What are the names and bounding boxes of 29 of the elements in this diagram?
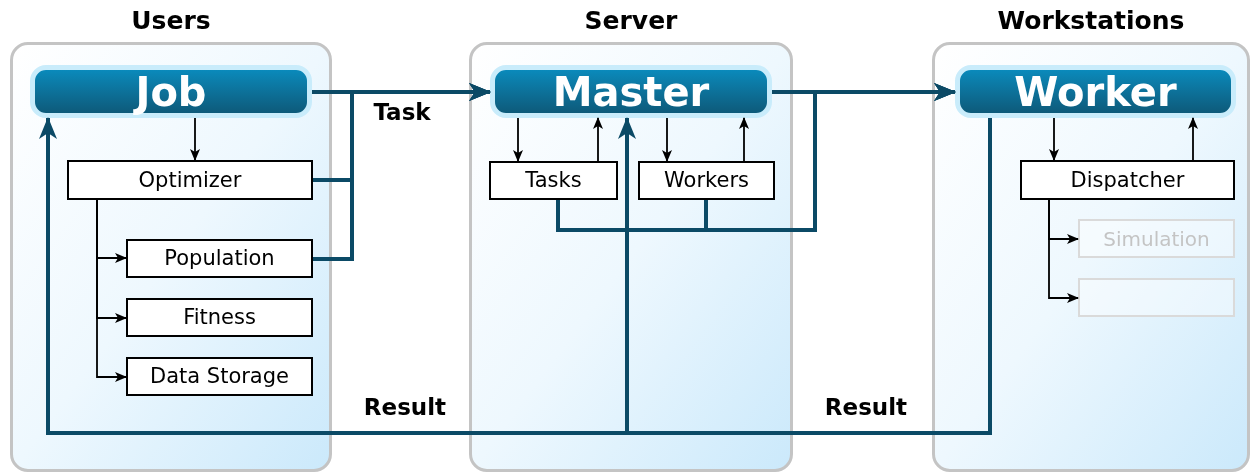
arrow — [1188, 117, 1198, 161]
arrow — [96, 199, 127, 382]
process-box: Tasks — [489, 161, 618, 200]
process-box: Optimizer — [67, 160, 313, 200]
edge-label: Result — [363, 395, 447, 419]
process-box: Workers — [638, 161, 775, 200]
edge-label: Result — [824, 395, 908, 419]
process-box: Data Storage — [126, 357, 313, 396]
header-box: Job — [30, 65, 312, 118]
edge-label: Task — [373, 100, 431, 124]
flow-arrow — [704, 83, 956, 232]
arrow — [1049, 117, 1059, 161]
arrow — [739, 117, 749, 162]
header-box: Master — [490, 65, 772, 118]
panel-heading: Server — [583, 8, 679, 33]
process-box: Fitness — [126, 298, 313, 337]
flow-arrow — [313, 83, 491, 261]
arrow — [190, 117, 200, 161]
arrow — [1048, 199, 1079, 303]
panel-heading: Workstations — [996, 8, 1186, 33]
panel-heading: Users — [130, 8, 212, 33]
faded-box: Simulation — [1078, 219, 1235, 258]
process-box: Dispatcher — [1020, 160, 1235, 200]
empty-box — [1078, 278, 1235, 317]
header-box: Worker — [955, 65, 1236, 118]
arrow — [662, 117, 672, 162]
arrow — [593, 117, 603, 162]
process-box: Population — [126, 239, 313, 278]
arrow — [513, 117, 523, 162]
